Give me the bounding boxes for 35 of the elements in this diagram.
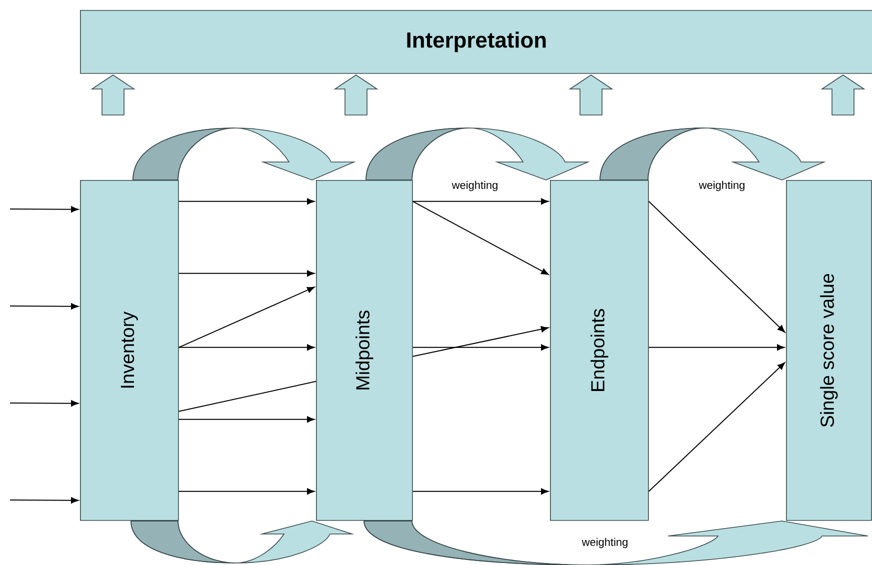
- curved-arrow: [366, 128, 588, 180]
- block-arrow: [568, 74, 614, 116]
- arrow: [648, 344, 784, 350]
- curved-arrow: [132, 128, 354, 180]
- arrow: [10, 497, 79, 504]
- arrow: [412, 326, 549, 357]
- stage-box: Inventory: [80, 180, 179, 521]
- arrow: [10, 400, 79, 406]
- arrow: [178, 416, 315, 422]
- arrow: [10, 206, 79, 212]
- arrow: [178, 270, 315, 276]
- arrow: [178, 286, 315, 348]
- stage-box: Endpoints: [550, 180, 649, 521]
- arrow: [10, 303, 79, 310]
- arrow: [648, 362, 786, 492]
- stage-box: Single score value: [786, 180, 872, 521]
- arrow: [178, 344, 315, 350]
- arrow: [178, 198, 315, 204]
- curved-arrow: [364, 520, 868, 565]
- text-label: weighting: [452, 180, 498, 192]
- title-banner: Interpretation: [80, 10, 872, 74]
- curved-arrow: [600, 128, 824, 180]
- text-label: weighting: [698, 180, 744, 192]
- block-arrow: [820, 74, 866, 116]
- curved-arrow: [130, 520, 352, 564]
- text-label: weighting: [582, 538, 628, 548]
- arrow: [412, 344, 548, 350]
- arrow: [412, 200, 549, 275]
- arrow: [412, 488, 548, 494]
- arrow: [412, 198, 548, 204]
- block-arrow: [334, 74, 378, 116]
- arrow: [648, 200, 786, 333]
- block-arrow: [90, 74, 136, 116]
- stage-box: Midpoints: [316, 180, 413, 521]
- arrow: [178, 488, 315, 494]
